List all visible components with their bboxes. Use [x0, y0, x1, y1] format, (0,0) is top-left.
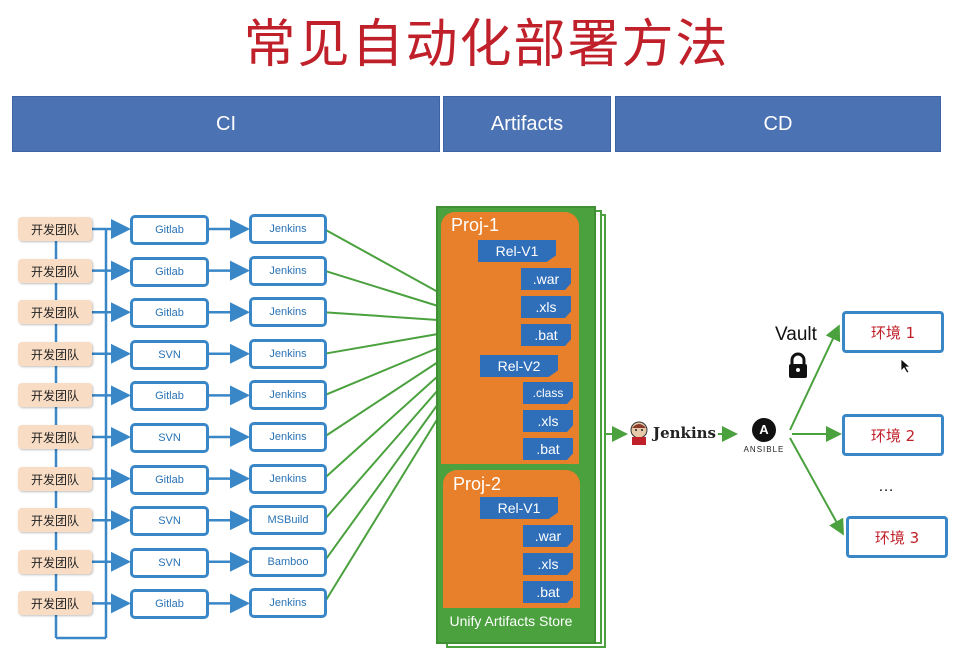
proj1-rel2-file-class: .class: [523, 382, 573, 404]
ci-tool-8: MSBuild: [249, 505, 327, 535]
proj2-rel1-file-war: .war: [523, 525, 573, 547]
ansible-logo: A ANSIBLE: [738, 418, 790, 454]
proj1-rel2-file-xls: .xls: [523, 410, 573, 432]
team-9: 开发团队: [18, 550, 92, 574]
line-ci-store-8: [323, 389, 439, 521]
ci-tool-6: Jenkins: [249, 422, 327, 452]
proj2-rel1-file-xls: .xls: [523, 553, 573, 575]
proj1-rel1: Rel-V1: [478, 240, 556, 262]
team-4: 开发团队: [18, 342, 92, 366]
env-2: 环境 2: [842, 414, 944, 456]
env-3: 环境 3: [846, 516, 948, 558]
scm-4: SVN: [130, 340, 209, 370]
scm-2: Gitlab: [130, 257, 209, 287]
scm-3: Gitlab: [130, 298, 209, 328]
team-6: 开发团队: [18, 425, 92, 449]
ci-tool-3: Jenkins: [249, 297, 327, 327]
arrow-ansible-env1: [789, 324, 841, 431]
ci-tool-5: Jenkins: [249, 380, 327, 410]
scm-10: Gitlab: [130, 589, 209, 619]
jenkins-logo: Jenkins: [628, 420, 716, 446]
team-10: 开发团队: [18, 591, 92, 615]
proj1-rel2: Rel-V2: [480, 355, 558, 377]
env-ellipsis: …: [878, 478, 894, 495]
header-cd: CD: [615, 96, 941, 152]
line-ci-store-2: [323, 269, 439, 307]
proj1-label: Proj-1: [451, 215, 500, 235]
line-ci-store-7: [323, 375, 439, 480]
scm-5: Gitlab: [130, 381, 209, 411]
line-ci-store-6: [323, 361, 439, 438]
jenkins-label: Jenkins: [653, 424, 716, 442]
mouse-cursor-icon: [900, 358, 912, 374]
ci-tool-4: Jenkins: [249, 339, 327, 369]
ansible-label: ANSIBLE: [743, 445, 785, 454]
scm-8: SVN: [130, 506, 209, 536]
line-ci-store-1: [323, 228, 439, 293]
line-ci-store-10: [323, 417, 439, 604]
team-3: 开发团队: [18, 300, 92, 324]
scm-1: Gitlab: [130, 215, 209, 245]
ci-tool-1: Jenkins: [249, 214, 327, 244]
proj1-rel1-file-bat: .bat: [521, 324, 571, 346]
vault-label: Vault: [775, 324, 817, 345]
team-1: 开发团队: [18, 217, 92, 241]
ci-tool-2: Jenkins: [249, 256, 327, 286]
proj1-rel1-file-war: .war: [521, 268, 571, 290]
team-2: 开发团队: [18, 259, 92, 283]
page-title: 常见自动化部署方法: [243, 15, 730, 75]
store-label: Unify Artifacts Store: [449, 613, 573, 629]
ansible-icon: A: [752, 418, 776, 442]
proj2-label: Proj-2: [453, 474, 502, 494]
line-ci-store-4: [323, 333, 439, 355]
scm-9: SVN: [130, 548, 209, 578]
team-5: 开发团队: [18, 383, 92, 407]
env-1: 环境 1: [842, 311, 944, 353]
line-ci-store-3: [323, 311, 439, 321]
ci-tool-10: Jenkins: [249, 588, 327, 618]
jenkins-butler-icon: [630, 421, 648, 445]
ci-tool-7: Jenkins: [249, 464, 327, 494]
team-8: 开发团队: [18, 508, 92, 532]
lock-icon: [789, 352, 807, 378]
team-7: 开发团队: [18, 467, 92, 491]
header-ci: CI: [12, 96, 440, 152]
proj2-rel1-file-bat: .bat: [523, 581, 573, 603]
proj1-rel2-file-bat: .bat: [523, 438, 573, 460]
proj2-rel1: Rel-V1: [480, 497, 558, 519]
scm-7: Gitlab: [130, 465, 209, 495]
scm-6: SVN: [130, 423, 209, 453]
proj1-rel1-file-xls: .xls: [521, 296, 571, 318]
ci-tool-9: Bamboo: [249, 547, 327, 577]
arrow-ansible-env3: [789, 437, 844, 536]
header-artifacts: Artifacts: [443, 96, 611, 152]
line-ci-store-9: [323, 403, 439, 563]
line-ci-store-5: [323, 347, 439, 397]
